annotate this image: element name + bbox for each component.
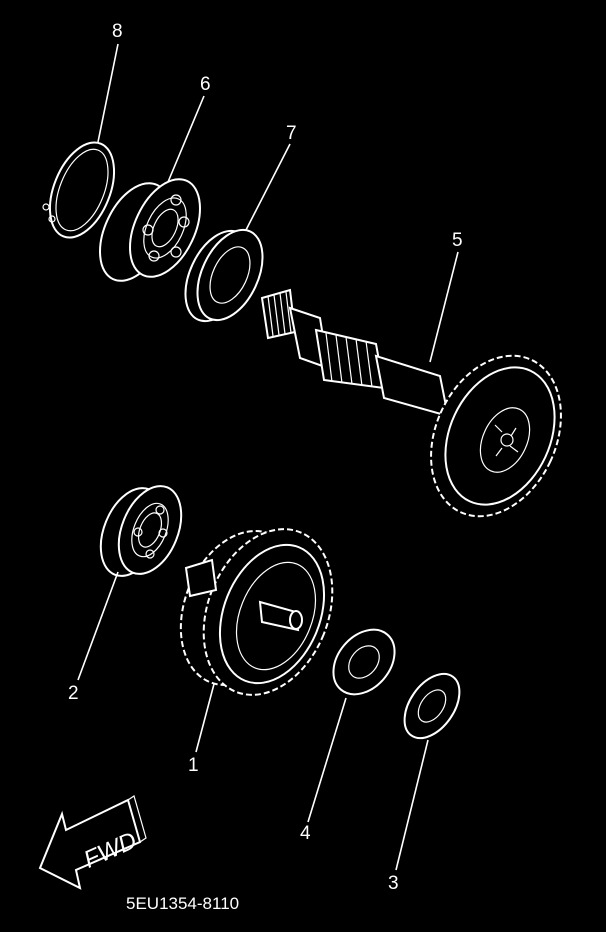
leader-line-6 (167, 95, 205, 183)
leader-lines (77, 43, 459, 871)
oil-seal-part-7 (184, 228, 264, 323)
gear-part-1 (179, 528, 334, 696)
leader-line-5 (429, 251, 459, 363)
bearing-part-2 (99, 485, 183, 577)
leader-line-1 (195, 683, 215, 753)
callout-1: 1 (188, 755, 199, 776)
leader-line-8 (97, 43, 119, 143)
circlip-part-8 (42, 141, 116, 239)
washer-part-3 (403, 672, 461, 740)
callout-5: 5 (452, 230, 463, 251)
part-code: 5EU1354-8110 (126, 894, 239, 913)
leader-line-3 (395, 739, 429, 871)
leader-line-7 (245, 143, 291, 231)
callout-3: 3 (388, 873, 399, 894)
leader-line-4 (307, 697, 347, 823)
fwd-arrow-icon: FWD (38, 795, 147, 890)
callout-4: 4 (300, 823, 311, 844)
callout-6: 6 (200, 74, 211, 95)
bearing-part-6 (99, 178, 201, 282)
shaft-gear-part-5 (260, 288, 562, 518)
washer-part-4 (332, 628, 396, 696)
callout-2: 2 (68, 683, 79, 704)
callout-8: 8 (112, 21, 123, 42)
leader-line-2 (77, 571, 119, 681)
callout-7: 7 (286, 123, 297, 144)
